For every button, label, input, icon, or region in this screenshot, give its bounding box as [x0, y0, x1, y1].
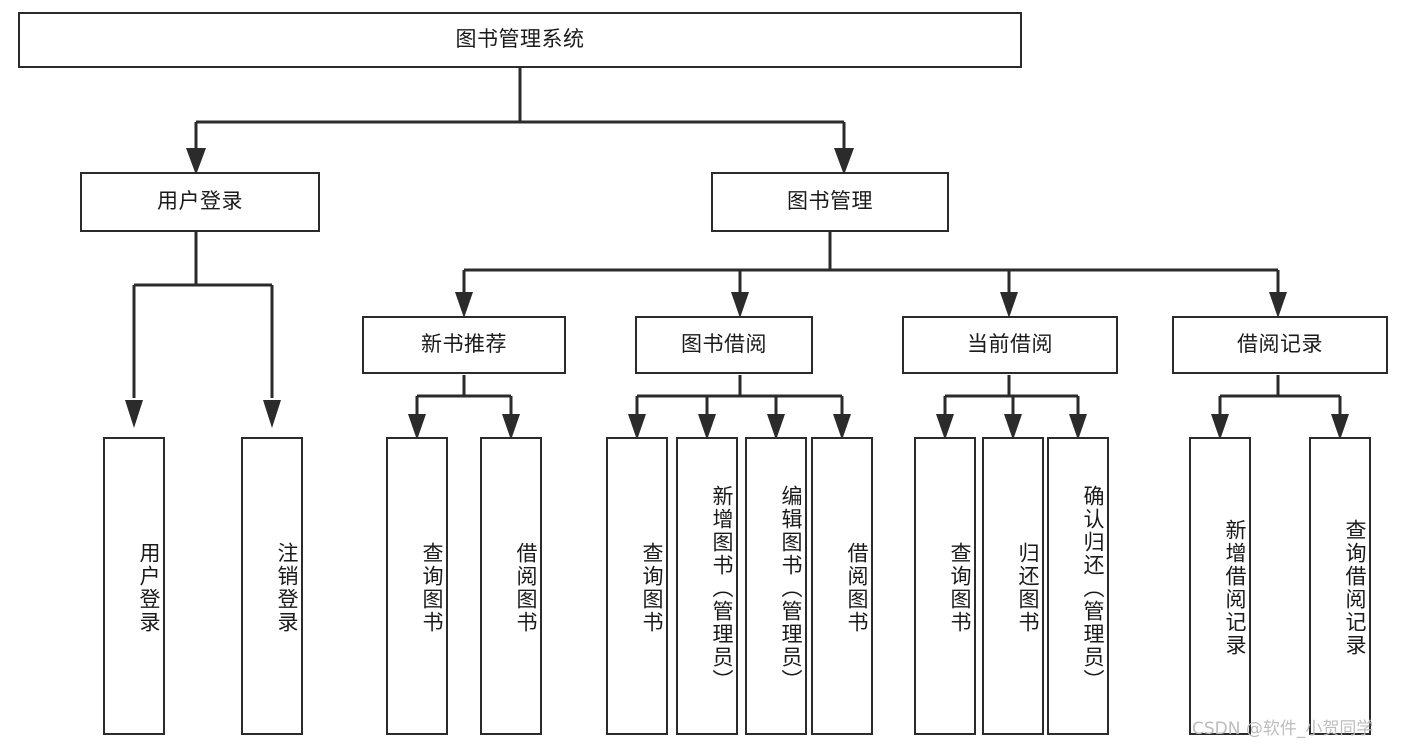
leaf-query-borrow-record-label: 查询借阅记录	[1343, 519, 1367, 657]
leaf-confirm-return-admin[interactable]: 确认归还（管理员）	[1047, 437, 1109, 735]
node-book-borrow-label: 图书借阅	[681, 332, 767, 357]
leaf-query-book-newbook[interactable]: 查询图书	[386, 437, 448, 735]
arrowhead-leaf-2	[263, 400, 281, 428]
arrowhead-user-login	[186, 148, 206, 175]
leaf-logout-label: 注销登录	[275, 542, 299, 634]
node-borrow-record[interactable]: 借阅记录	[1172, 316, 1388, 374]
node-current-borrow-label: 当前借阅	[967, 332, 1053, 357]
leaf-borrow-book-newbook[interactable]: 借阅图书	[480, 437, 542, 735]
node-new-book-recommend-label: 新书推荐	[421, 332, 507, 357]
leaf-borrow-book[interactable]: 借阅图书	[811, 437, 873, 735]
leaf-query-book-newbook-label: 查询图书	[420, 542, 444, 634]
leaf-return-book-label: 归还图书	[1016, 542, 1040, 634]
watermark: CSDN @软件_小贺同学	[1192, 719, 1374, 739]
node-borrow-record-label: 借阅记录	[1237, 332, 1323, 357]
node-book-management-label: 图书管理	[787, 189, 873, 214]
node-current-borrow[interactable]: 当前借阅	[902, 316, 1118, 374]
leaf-add-book-admin-label: 新增图书（管理员）	[710, 484, 734, 692]
node-user-login-label: 用户登录	[157, 189, 243, 214]
arrowhead-record	[1269, 292, 1287, 318]
leaf-logout[interactable]: 注销登录	[241, 437, 303, 735]
node-root[interactable]: 图书管理系统	[18, 12, 1022, 68]
leaf-query-book-current-label: 查询图书	[948, 542, 972, 634]
node-user-login[interactable]: 用户登录	[80, 172, 320, 232]
node-new-book-recommend[interactable]: 新书推荐	[362, 316, 566, 374]
leaf-query-book-borrow[interactable]: 查询图书	[606, 437, 668, 735]
leaf-user-login[interactable]: 用户登录	[103, 437, 165, 735]
leaf-return-book[interactable]: 归还图书	[982, 437, 1044, 735]
node-book-borrow[interactable]: 图书借阅	[635, 316, 813, 374]
node-root-label: 图书管理系统	[455, 27, 585, 52]
arrowhead-leaf-1	[125, 400, 143, 428]
leaf-query-borrow-record[interactable]: 查询借阅记录	[1309, 437, 1371, 735]
arrowhead-book-manage	[834, 148, 854, 175]
leaf-confirm-return-admin-label: 确认归还（管理员）	[1081, 484, 1105, 692]
leaf-edit-book-admin-label: 编辑图书（管理员）	[779, 484, 803, 692]
leaf-add-book-admin[interactable]: 新增图书（管理员）	[676, 437, 738, 735]
leaf-edit-book-admin[interactable]: 编辑图书（管理员）	[745, 437, 807, 735]
leaf-add-borrow-record-label: 新增借阅记录	[1223, 519, 1247, 657]
leaf-add-borrow-record[interactable]: 新增借阅记录	[1189, 437, 1251, 735]
leaf-user-login-label: 用户登录	[137, 542, 161, 634]
leaf-query-book-borrow-label: 查询图书	[640, 542, 664, 634]
arrowhead-newbook	[455, 292, 473, 318]
leaf-query-book-current[interactable]: 查询图书	[914, 437, 976, 735]
leaf-borrow-book-label: 借阅图书	[845, 542, 869, 634]
leaf-borrow-book-newbook-label: 借阅图书	[514, 542, 538, 634]
arrowhead-borrow	[731, 292, 749, 318]
arrowhead-current	[1000, 292, 1018, 318]
node-book-management[interactable]: 图书管理	[711, 172, 949, 232]
